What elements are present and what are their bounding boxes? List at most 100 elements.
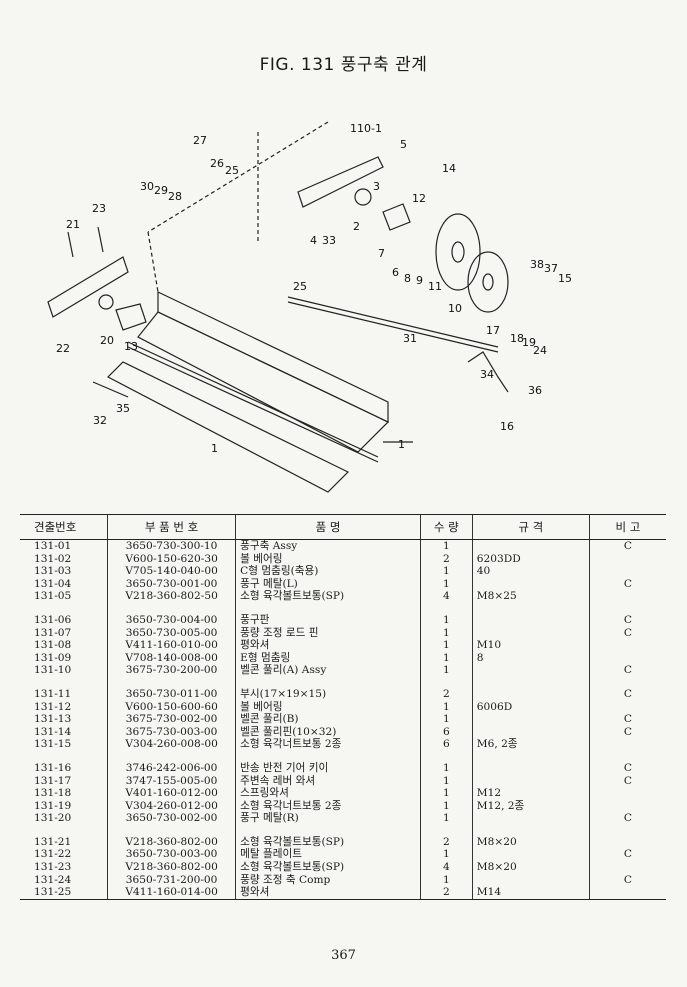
cell-part-name: 부시(17×19×15)	[235, 687, 421, 701]
callout-label: 16	[500, 420, 514, 433]
cell-remark: C	[588, 687, 666, 701]
cell-quantity: 1	[419, 565, 473, 578]
cell-quantity: 1	[419, 539, 473, 553]
callout-label: 24	[533, 344, 547, 357]
pulley-b	[467, 251, 509, 313]
cell-part-name: 볼 베어링	[235, 700, 421, 714]
callout-label: 4	[310, 234, 317, 247]
cell-spec	[471, 774, 590, 788]
cell-part-number: 3650-730-004-00	[106, 613, 236, 627]
cell-part-number: 3650-730-003-00	[106, 848, 236, 862]
callout-label: 35	[116, 402, 130, 415]
group-spacer	[20, 750, 666, 762]
callout-label: 37	[544, 262, 558, 275]
callout-label: 3	[373, 180, 380, 193]
callout-label: 34	[480, 368, 494, 381]
cell-index-no: 131-13	[34, 713, 72, 726]
group-spacer	[20, 824, 666, 836]
fan-blade-frame	[106, 361, 350, 493]
cell-index-no: 131-05	[34, 590, 72, 603]
cell-part-number: V600-150-600-60	[106, 700, 236, 714]
cell-index-no: 131-23	[34, 861, 72, 874]
callout-label: 12	[412, 192, 426, 205]
cell-remark: C	[588, 539, 666, 553]
callout-label: 32	[93, 414, 107, 427]
cell-part-name: 풍구 메탈(L)	[235, 577, 421, 591]
cell-remark: C	[588, 626, 666, 640]
cell-remark	[588, 639, 666, 652]
cell-quantity: 2	[419, 886, 473, 900]
cell-index-no: 131-16	[34, 761, 72, 774]
cell-index-no: 131-18	[34, 787, 72, 800]
cell-remark: C	[588, 761, 666, 775]
cell-quantity: 2	[419, 552, 473, 566]
cell-index-no: 131-07	[34, 626, 72, 639]
page-number: 367	[331, 948, 356, 963]
callout-label: 23	[92, 202, 106, 215]
cell-spec	[471, 848, 590, 862]
cell-index-no: 131-22	[34, 848, 72, 861]
cell-index-no: 131-03	[34, 565, 72, 578]
cell-remark: C	[588, 577, 666, 591]
cell-spec	[471, 873, 590, 887]
cell-part-name: 풍구판	[235, 613, 421, 627]
cell-part-name: 소형 육각볼트보통(SP)	[235, 590, 421, 603]
cell-part-name: 벨콘 풀리(B)	[235, 713, 421, 726]
header-index-no: 견출번호	[20, 514, 108, 540]
cell-part-number: 3650-730-300-10	[106, 539, 236, 553]
cell-part-name: 볼 베어링	[235, 552, 421, 566]
right-metal	[382, 203, 411, 231]
cell-remark: C	[588, 873, 666, 887]
callout-label: 10	[448, 302, 462, 315]
callout-label: 28	[168, 190, 182, 203]
callout-label: 17	[486, 324, 500, 337]
cell-remark	[588, 565, 666, 578]
cell-part-name: 메탈 플레이트	[235, 848, 421, 862]
callout-label: 15	[558, 272, 572, 285]
cell-index-no: 131-09	[34, 651, 72, 664]
cell-remark: C	[588, 774, 666, 788]
callout-label: 1	[398, 438, 405, 451]
left-bracket	[47, 256, 129, 318]
cell-part-name: 주변속 레버 와셔	[235, 774, 421, 788]
cell-remark: C	[588, 713, 666, 726]
callout-label: 25	[293, 280, 307, 293]
cell-spec	[471, 713, 590, 726]
cell-quantity: 1	[419, 873, 473, 887]
cell-remark	[588, 799, 666, 813]
header-quantity: 수 량	[419, 514, 473, 540]
adjust-lever	[467, 351, 509, 393]
callout-labels: 110-1 27 26 25 30 29 28 5 14 3 12 2 4 23…	[56, 122, 572, 455]
cell-part-name: 스프링와셔	[235, 787, 421, 800]
cell-remark: C	[588, 613, 666, 627]
cell-part-name: 소형 육각너트보통 2종	[235, 799, 421, 813]
cell-index-no: 131-19	[34, 799, 72, 812]
header-part-number: 부 품 번 호	[106, 514, 236, 540]
cell-quantity: 1	[419, 577, 473, 591]
cell-spec	[471, 687, 590, 701]
callout-label: 29	[154, 184, 168, 197]
callout-label: 30	[140, 180, 154, 193]
cell-remark	[588, 861, 666, 874]
cell-quantity: 1	[419, 700, 473, 714]
table-header-row: 견출번호 부 품 번 호 품 명 수 량 규 격 비 고	[20, 514, 666, 540]
cell-spec: 6203DD	[471, 552, 590, 566]
cell-part-number: 3675-730-200-00	[106, 664, 236, 677]
cell-index-no: 131-02	[34, 552, 72, 565]
cell-part-number: V705-140-040-00	[106, 565, 236, 578]
fan-shaft	[127, 341, 379, 458]
cell-quantity: 2	[419, 687, 473, 701]
callout-label: 38	[530, 258, 544, 271]
callout-label: 7	[378, 247, 385, 260]
cell-part-number: 3650-731-200-00	[106, 873, 236, 887]
cell-index-no: 131-04	[34, 577, 72, 590]
